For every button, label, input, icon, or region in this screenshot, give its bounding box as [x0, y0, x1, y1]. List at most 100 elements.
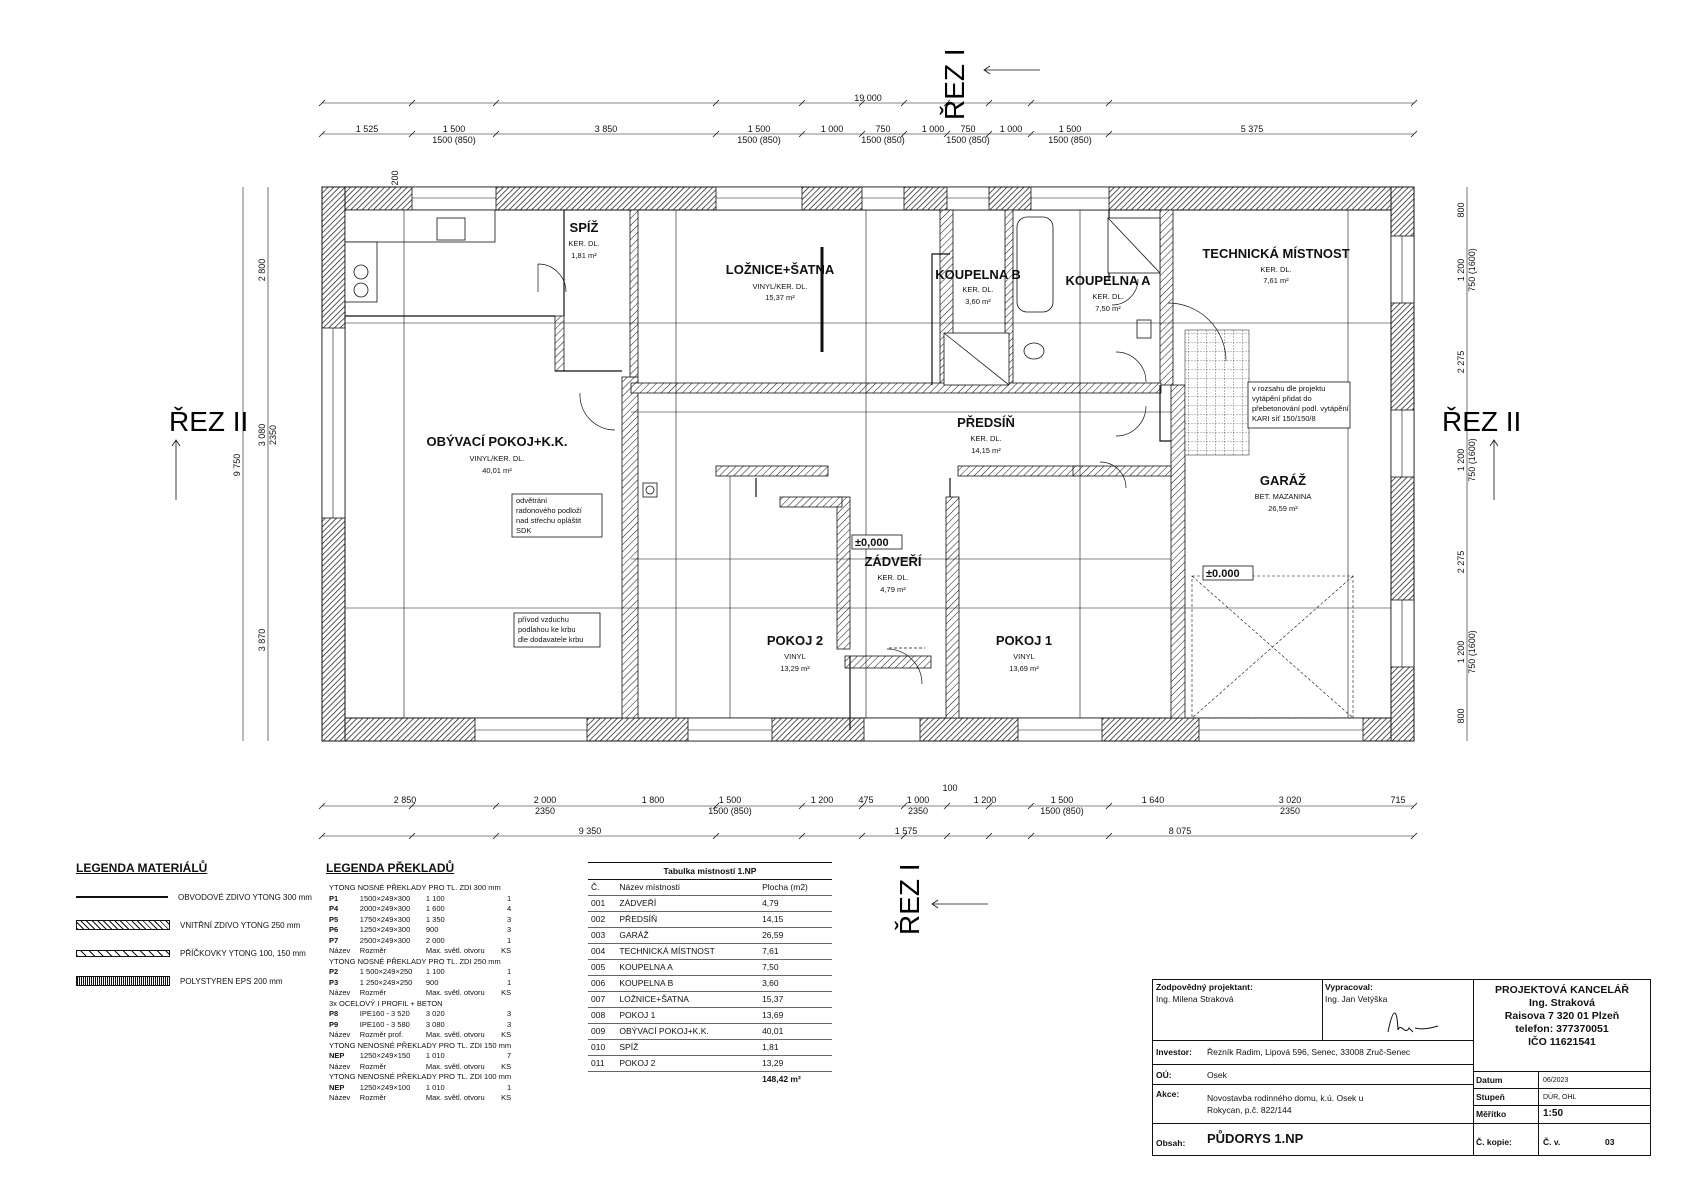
dim-top-10: 1 500: [1059, 124, 1082, 134]
dim-bot-sub-4: 1500 (850): [1040, 806, 1084, 816]
lintel-cell: NEP: [329, 1051, 345, 1060]
akce-line: Novostavba rodinného domu, k.ú. Osek u: [1207, 1093, 1364, 1103]
dimension-texts: 19 000 1 525 1 500 3 850 1 500 1 000 750…: [356, 93, 1406, 836]
room-table-cell: 1,81: [759, 1039, 832, 1056]
ou-value: Osek: [1207, 1070, 1227, 1080]
svg-text:PŘEDSÍŇ: PŘEDSÍŇ: [957, 415, 1015, 430]
lintel-cell: P6: [329, 925, 339, 934]
room-table-cell: 005: [588, 959, 617, 976]
room-table: Tabulka místností 1.NP Č.Název místnosti…: [588, 862, 832, 1087]
garage-door-frame: [1191, 575, 1354, 719]
room-table-cell: 009: [588, 1023, 617, 1040]
lintel-cell: P3: [329, 977, 339, 987]
office-line: IČO 11621541: [1528, 1036, 1596, 1048]
lintel-footer-cell: Název: [329, 1093, 351, 1102]
svg-text:odvětrání: odvětrání: [516, 496, 548, 505]
lintel-group-heading: YTONG NENOSNÉ PŘEKLADY PRO TL. ZDI 150 m…: [326, 1041, 514, 1052]
dim-top-1: 1 525: [356, 124, 379, 134]
dim-top-11: 5 375: [1241, 124, 1264, 134]
room-table-cell: 13,69: [759, 1007, 832, 1024]
svg-text:POKOJ 2: POKOJ 2: [767, 633, 823, 648]
obsah-label: Obsah:: [1156, 1138, 1186, 1148]
legend-item: PŘÍČKOVKY YTONG 100, 150 mm: [76, 939, 316, 967]
room-table-cell: 001: [588, 895, 617, 912]
lintel-cell: 3: [506, 925, 512, 934]
lintel-cell: 1250×249×150: [359, 1051, 411, 1060]
room-table-cell: 011: [588, 1055, 617, 1072]
lintel-cell: P8: [329, 1009, 339, 1018]
svg-text:26,59 m²: 26,59 m²: [1268, 504, 1298, 513]
dim-right-6: 750 (1600): [1467, 438, 1477, 482]
stupen-label: Stupeň: [1476, 1092, 1505, 1102]
lintel-footer-cell: Max. světl. otvoru: [425, 1061, 485, 1071]
dim-bot-6: 475: [858, 795, 873, 805]
meritko-value: 1:50: [1543, 1108, 1564, 1119]
svg-text:radonového podloží: radonového podloží: [516, 506, 583, 515]
bathroom-fixtures: [642, 216, 1161, 498]
investor-value: Řezník Radim, Lipová 596, Senec, 33008 Z…: [1207, 1047, 1411, 1057]
ou-label: OÚ:: [1156, 1070, 1172, 1080]
lintel-footer-cell: KS: [501, 1030, 512, 1039]
svg-text:VINYL: VINYL: [1013, 652, 1035, 661]
room-table-header-cell: Plocha (m2): [759, 880, 832, 896]
swatch-polystyrene: [76, 976, 170, 986]
dim-right-7: 2 275: [1456, 551, 1466, 574]
signature: [1387, 1012, 1439, 1033]
lintel-cell: 3 020: [425, 1009, 445, 1018]
lintel-footer-cell: Název: [329, 1030, 351, 1039]
room-table-cell: 7,61: [759, 943, 832, 960]
dim-right-10: 800: [1456, 708, 1466, 723]
dim-right-8: 1 200: [1456, 641, 1466, 664]
svg-text:nad střechu opláštit: nad střechu opláštit: [516, 516, 582, 525]
dim-bot-10: 1 500: [1051, 795, 1074, 805]
room-table-cell: GARÁŽ: [616, 927, 760, 944]
note-radon: odvětrání radonového podloží nad střechu…: [511, 493, 603, 538]
dim-bot-sub-5: 2350: [1280, 806, 1300, 816]
akce-value: Novostavba rodinného domu, k.ú. Osek u R…: [1207, 1092, 1363, 1116]
lintel-cell: 1: [506, 1082, 512, 1092]
svg-text:13,69 m²: 13,69 m²: [1009, 664, 1039, 673]
legend-item: OBVODOVÉ ZDIVO YTONG 300 mm: [76, 883, 316, 911]
lintel-cell: 1 100: [425, 967, 445, 976]
note-air: přívod vzduchu podlahou ke krbu dle doda…: [513, 612, 601, 648]
lintel-cell: 2 000: [425, 935, 445, 945]
dim-top-6: 750: [875, 124, 890, 134]
lintel-cell: P7: [329, 935, 339, 945]
dimension-lines: [242, 102, 1468, 837]
dim-bot-total-1: 9 350: [579, 826, 602, 836]
dim-bot-7: 1 000: [907, 795, 930, 805]
lintel-cell: NEP: [329, 1082, 345, 1092]
dim-left-1: 2 800: [257, 259, 267, 282]
lintel-cell: IPE160 - 3 520: [359, 1009, 410, 1018]
lintel-cell: 2000×249×300: [359, 904, 411, 913]
dim-top-8: 750: [960, 124, 975, 134]
level-garaz: ±0.000: [1206, 568, 1240, 580]
responsible-label: Zodpovědný projektant:: [1156, 982, 1253, 992]
dim-bot-8: 100: [942, 783, 957, 793]
room-table-total-value: 148,42 m²: [762, 1074, 801, 1084]
dim-top-7: 1 000: [922, 124, 945, 134]
room-table-cell: 3,60: [759, 975, 832, 992]
room-table-cell: 002: [588, 911, 617, 928]
svg-text:3,60 m²: 3,60 m²: [965, 297, 991, 306]
dim-bot-total-2: 1 575: [895, 826, 918, 836]
room-obyvaci: OBÝVACÍ POKOJ+K.K.VINYL/KER. DL.40,01 m²: [427, 434, 568, 475]
svg-text:14,15 m²: 14,15 m²: [971, 446, 1001, 455]
svg-text:15,37 m²: 15,37 m²: [765, 293, 795, 302]
legend-lintels: LEGENDA PŘEKLADŮ YTONG NOSNÉ PŘEKLADY PR…: [326, 861, 566, 1104]
lintel-group-heading: YTONG NOSNÉ PŘEKLADY PRO TL. ZDI 250 mm: [326, 957, 514, 968]
lintel-cell: 1500×249×300: [359, 893, 411, 903]
door-swings: [537, 263, 1227, 685]
